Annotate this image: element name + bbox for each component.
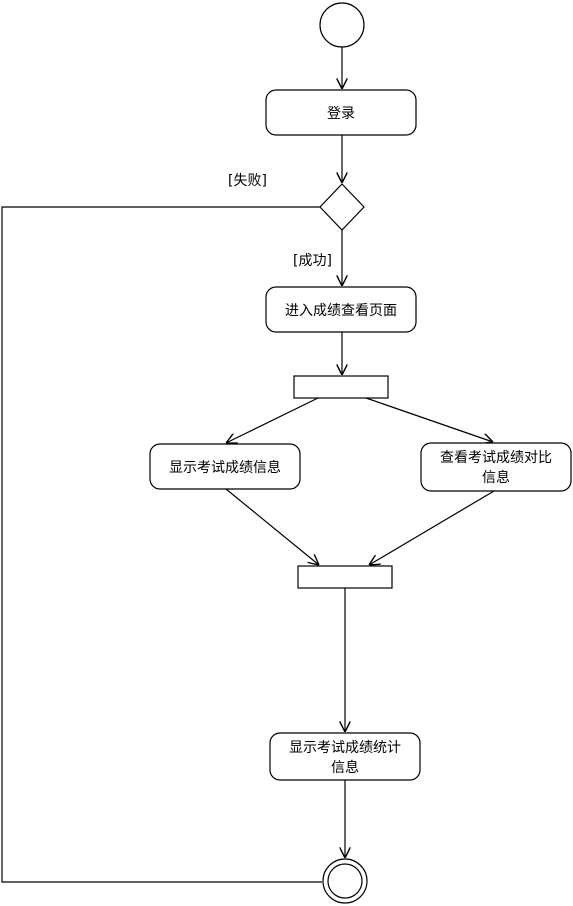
action-show-scores-label: 显示考试成绩信息 xyxy=(169,459,281,476)
guard-fail-label: [失败] xyxy=(228,173,267,189)
action-show-scores xyxy=(149,443,301,490)
join-bar xyxy=(297,565,393,589)
edge-fork-compare xyxy=(365,397,493,442)
edge-fail-to-final xyxy=(1,206,322,883)
action-compare-scores xyxy=(420,442,572,492)
action-compare-scores-label-line2: 信息 xyxy=(482,469,510,486)
final-node-inner xyxy=(327,863,363,899)
action-compare-scores-label-line1: 查看考试成绩对比 xyxy=(440,450,552,466)
edge-compare-join xyxy=(369,490,495,565)
edge-fork-show-scores xyxy=(226,397,319,443)
decision-node xyxy=(319,183,365,231)
fork-bar xyxy=(293,375,389,399)
action-login-label: 登录 xyxy=(327,106,355,122)
edge-show-scores-join xyxy=(225,488,319,565)
action-show-statistics-label-line2: 信息 xyxy=(331,759,359,776)
initial-node xyxy=(319,2,365,48)
guard-success-label: [成功] xyxy=(293,253,332,269)
action-login xyxy=(265,89,417,136)
action-enter-score-page xyxy=(265,286,417,333)
action-show-statistics-label-line1: 显示考试成绩统计 xyxy=(289,740,401,756)
action-enter-score-page-label: 进入成绩查看页面 xyxy=(285,303,397,319)
